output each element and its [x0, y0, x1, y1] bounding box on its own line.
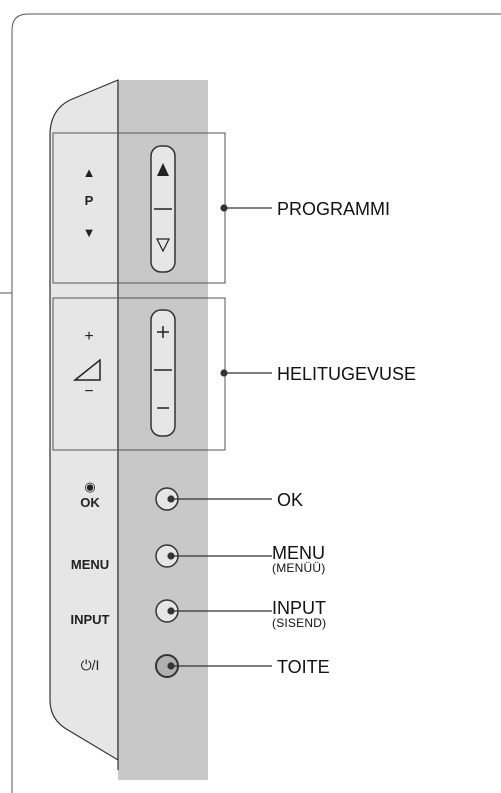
callout-menu: MENU (MENÜÜ) — [272, 544, 325, 574]
ok-symbol-label: ◉ — [84, 479, 96, 494]
program-rocker-up-icon — [157, 163, 169, 176]
callout-toite-text: TOITE — [277, 657, 330, 677]
program-down-label: ▼ — [82, 225, 96, 240]
volume-plus-label: + — [84, 328, 94, 345]
power-text-label: ⏻/I — [80, 657, 100, 673]
callout-input: INPUT (SISEND) — [272, 599, 326, 629]
volume-ramp-icon — [72, 358, 101, 381]
ok-text-label: OK — [80, 495, 100, 510]
callout-programmi-text: PROGRAMMI — [277, 199, 391, 219]
callout-ok-text: OK — [277, 490, 304, 510]
callout-toite: TOITE — [277, 658, 330, 676]
menu-text-label: MENU — [70, 557, 110, 572]
callout-menu-text: MENU — [272, 543, 325, 563]
input-text-label: INPUT — [70, 612, 110, 627]
volume-rocker[interactable] — [150, 309, 176, 437]
callout-helitugevuse: HELITUGEVUSE — [277, 365, 416, 383]
program-rocker-down-icon — [156, 238, 170, 253]
callout-ok: OK — [277, 491, 303, 509]
bezel-side — [49, 79, 119, 762]
callout-input-subtext: (SISEND) — [272, 616, 327, 630]
volume-minus-label: − — [84, 383, 94, 400]
callout-input-text: INPUT — [272, 598, 326, 618]
program-letter-label: P — [84, 193, 94, 208]
callout-programmi: PROGRAMMI — [277, 200, 390, 218]
callout-helitugevuse-text: HELITUGEVUSE — [277, 364, 417, 384]
page-frame — [11, 13, 501, 793]
callout-menu-subtext: (MENÜÜ) — [272, 561, 326, 575]
leader-lines — [167, 204, 272, 670]
program-up-label: ▲ — [82, 165, 96, 180]
